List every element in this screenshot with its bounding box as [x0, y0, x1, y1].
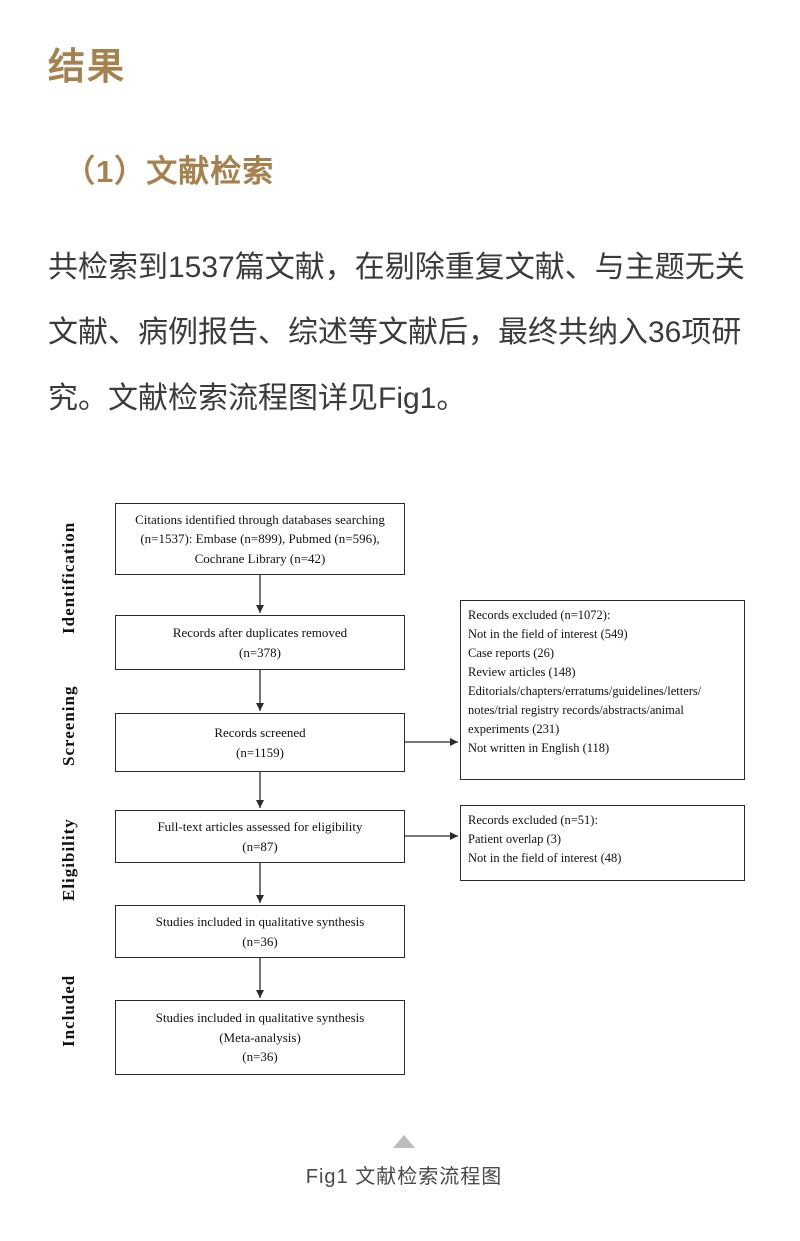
- stage-label-screening: Screening: [59, 685, 78, 766]
- flow-box-fulltext-assessed: Full-text articles assessed for eligibil…: [115, 810, 405, 864]
- section-title: 结果: [48, 46, 126, 87]
- prisma-flow-diagram: Identification Screening Eligibility Inc…: [40, 495, 800, 1087]
- flow-box-records-excluded-screening: Records excluded (n=1072): Not in the fi…: [460, 600, 745, 781]
- body-paragraph: 共检索到1537篇文献，在剔除重复文献、与主题无关文献、病例报告、综述等文献后，…: [48, 251, 745, 415]
- flow-box-qualitative-synthesis: Studies included in qualitative synthesi…: [115, 905, 405, 959]
- stage-label-identification: Identification: [59, 521, 78, 634]
- flow-box-records-excluded-eligibility: Records excluded (n=51): Patient overlap…: [460, 805, 745, 882]
- stage-label-eligibility: Eligibility: [59, 818, 78, 902]
- stage-label-included: Included: [59, 975, 78, 1048]
- article-page: 结果 （1）文献检索 共检索到1537篇文献，在剔除重复文献、与主题无关文献、病…: [40, 46, 800, 1189]
- subsection-title: （1）文献检索: [64, 154, 275, 189]
- figure-caption: Fig1 文献检索流程图: [305, 1166, 503, 1189]
- flow-arrows-graphic: [256, 575, 458, 999]
- flow-box-records-screened: Records screened (n=1159): [115, 713, 405, 773]
- flow-box-citations-identified: Citations identified through databases s…: [115, 503, 405, 576]
- collapse-triangle-icon: [393, 1135, 415, 1149]
- flow-box-duplicates-removed: Records after duplicates removed (n=378): [115, 615, 405, 671]
- flow-box-meta-analysis: Studies included in qualitative synthesi…: [115, 1000, 405, 1076]
